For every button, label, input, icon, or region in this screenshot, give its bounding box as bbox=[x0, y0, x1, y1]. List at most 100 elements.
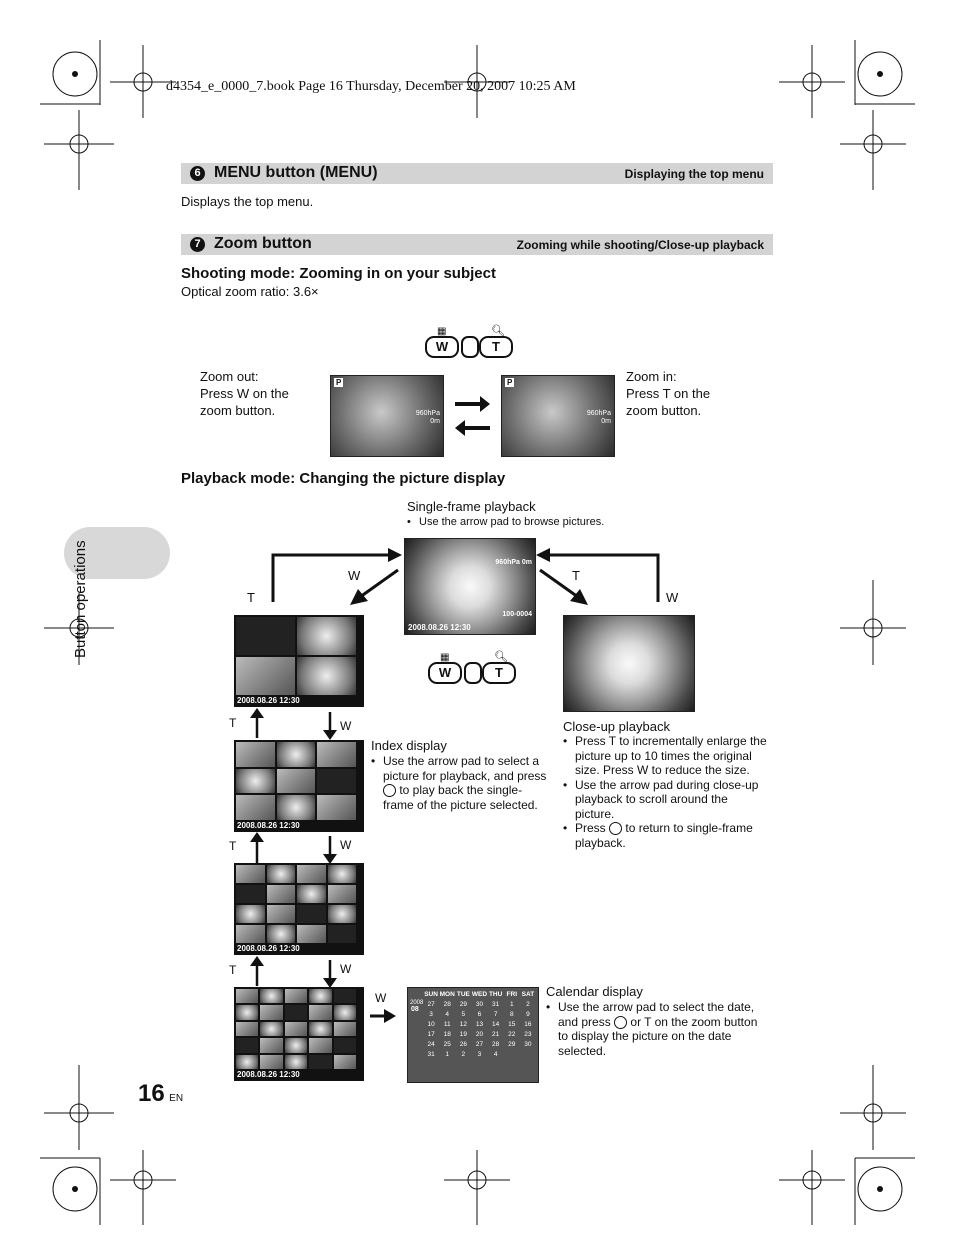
thumb bbox=[236, 617, 295, 655]
section-6-number: 6 bbox=[190, 166, 205, 181]
section-7-title: Zoom button bbox=[214, 235, 312, 253]
calendar-date[interactable]: 31 bbox=[488, 1001, 504, 1008]
index-arrows bbox=[245, 708, 345, 988]
calendar-date[interactable]: 3 bbox=[423, 1011, 439, 1018]
closeup-bullet-2: Use the arrow pad during close-up playba… bbox=[563, 778, 768, 822]
thumb bbox=[260, 1022, 282, 1036]
label-t-3: T bbox=[229, 963, 236, 977]
index-bullet-b: to play back the single-frame of the pic… bbox=[383, 783, 538, 812]
calendar-date[interactable]: 17 bbox=[423, 1031, 439, 1038]
calendar-date[interactable]: 24 bbox=[423, 1041, 439, 1048]
calendar-date[interactable]: 6 bbox=[471, 1011, 487, 1018]
zoom-in-line2: Press T on the bbox=[626, 385, 710, 402]
single-bullets: Use the arrow pad to browse pictures. bbox=[407, 515, 604, 530]
zoom-w: W bbox=[425, 336, 459, 358]
calendar-date[interactable]: 4 bbox=[439, 1011, 455, 1018]
thumb bbox=[309, 1055, 331, 1069]
calendar-date[interactable]: 18 bbox=[439, 1031, 455, 1038]
thumb bbox=[334, 1005, 356, 1019]
thumb bbox=[309, 1005, 331, 1019]
calendar-date[interactable] bbox=[504, 1051, 520, 1058]
zoom-t: T bbox=[482, 662, 516, 684]
calendar-day-header: TUE bbox=[455, 991, 471, 998]
calendar-date[interactable]: 23 bbox=[520, 1031, 536, 1038]
shooting-heading: Shooting mode: Zooming in on your subjec… bbox=[181, 265, 496, 282]
thumb bbox=[260, 1055, 282, 1069]
calendar-date[interactable]: 5 bbox=[455, 1011, 471, 1018]
calendar-date[interactable]: 20 bbox=[471, 1031, 487, 1038]
pressure-readout: 960hPa bbox=[587, 410, 611, 417]
index-25: 2008.08.26 12:30 bbox=[234, 987, 364, 1081]
thumb bbox=[334, 1038, 356, 1052]
calendar-title: Calendar display bbox=[546, 984, 643, 999]
closeup-bullet-3: Press to return to single-frame playback… bbox=[563, 821, 768, 850]
calendar-date[interactable]: 21 bbox=[488, 1031, 504, 1038]
calendar-day-header: THU bbox=[488, 991, 504, 998]
calendar-date[interactable]: 29 bbox=[504, 1041, 520, 1048]
label-w-2: W bbox=[340, 838, 351, 852]
calendar-date[interactable]: 2 bbox=[520, 1001, 536, 1008]
alt-readout: 0m bbox=[430, 418, 440, 425]
calendar-date[interactable]: 27 bbox=[423, 1001, 439, 1008]
calendar-date[interactable]: 2 bbox=[455, 1051, 471, 1058]
calendar-date[interactable]: 30 bbox=[520, 1041, 536, 1048]
calendar-date[interactable]: 26 bbox=[455, 1041, 471, 1048]
calendar-day-header: SAT bbox=[520, 991, 536, 998]
zoom-out-text: Zoom out: Press W on the zoom button. bbox=[200, 368, 289, 419]
calendar-date[interactable]: 19 bbox=[455, 1031, 471, 1038]
calendar-date[interactable]: 7 bbox=[488, 1011, 504, 1018]
calendar-date[interactable]: 15 bbox=[504, 1021, 520, 1028]
book-header: d4354_e_0000_7.book Page 16 Thursday, De… bbox=[166, 79, 576, 95]
section-6-subtitle: Displaying the top menu bbox=[625, 167, 764, 181]
calendar-date[interactable]: 11 bbox=[439, 1021, 455, 1028]
calendar-month: 08 bbox=[411, 1006, 419, 1013]
section-7-bar: 7 Zoom button Zooming while shooting/Clo… bbox=[181, 234, 773, 255]
calendar-date[interactable]: 30 bbox=[471, 1001, 487, 1008]
single-stamp: 2008.08.26 12:30 bbox=[408, 623, 471, 632]
zoom-out-line2: Press W on the bbox=[200, 385, 289, 402]
label-w-cal: W bbox=[375, 991, 386, 1005]
ok-button-icon bbox=[383, 784, 396, 797]
calendar-date[interactable]: 16 bbox=[520, 1021, 536, 1028]
zoom-button-center: ▦ 🔍︎ W T bbox=[428, 652, 518, 688]
page-lang: EN bbox=[169, 1093, 183, 1104]
calendar-date[interactable] bbox=[520, 1051, 536, 1058]
zoom-in-line3: zoom button. bbox=[626, 402, 710, 419]
thumb bbox=[285, 1022, 307, 1036]
index-4: 2008.08.26 12:30 bbox=[234, 615, 364, 707]
calendar-date[interactable]: 1 bbox=[504, 1001, 520, 1008]
playback-heading: Playback mode: Changing the picture disp… bbox=[181, 470, 505, 487]
label-w-3: W bbox=[340, 962, 351, 976]
calendar-date[interactable]: 25 bbox=[439, 1041, 455, 1048]
lcd-zoom-in: P 960hPa 0m bbox=[501, 375, 615, 457]
calendar-date[interactable]: 1 bbox=[439, 1051, 455, 1058]
calendar-date[interactable]: 8 bbox=[504, 1011, 520, 1018]
thumb bbox=[285, 989, 307, 1003]
calendar-date[interactable]: 28 bbox=[439, 1001, 455, 1008]
zoom-out-line3: zoom button. bbox=[200, 402, 289, 419]
calendar-date[interactable]: 3 bbox=[471, 1051, 487, 1058]
zoom-button-top: ▦ 🔍︎ W T bbox=[425, 326, 515, 362]
calendar-date[interactable]: 13 bbox=[471, 1021, 487, 1028]
label-t-right: T bbox=[572, 568, 580, 583]
mode-p: P bbox=[505, 378, 514, 387]
thumb bbox=[285, 1005, 307, 1019]
label-t-2: T bbox=[229, 839, 236, 853]
calendar-bullet: Use the arrow pad to select the date, an… bbox=[546, 1000, 768, 1058]
calendar-date[interactable]: 10 bbox=[423, 1021, 439, 1028]
calendar-date[interactable]: 12 bbox=[455, 1021, 471, 1028]
section-7-subtitle: Zooming while shooting/Close-up playback bbox=[517, 238, 764, 252]
mode-p: P bbox=[334, 378, 343, 387]
calendar-date[interactable]: 14 bbox=[488, 1021, 504, 1028]
calendar-day-header: MON bbox=[439, 991, 455, 998]
calendar-date[interactable]: 22 bbox=[504, 1031, 520, 1038]
calendar-date[interactable]: 28 bbox=[488, 1041, 504, 1048]
zoom-mid bbox=[464, 662, 482, 684]
calendar-date[interactable]: 9 bbox=[520, 1011, 536, 1018]
calendar-date[interactable]: 31 bbox=[423, 1051, 439, 1058]
calendar-date[interactable]: 27 bbox=[471, 1041, 487, 1048]
calendar-date[interactable]: 4 bbox=[488, 1051, 504, 1058]
thumb bbox=[285, 1038, 307, 1052]
index-stamp: 2008.08.26 12:30 bbox=[237, 696, 300, 705]
calendar-date[interactable]: 29 bbox=[455, 1001, 471, 1008]
